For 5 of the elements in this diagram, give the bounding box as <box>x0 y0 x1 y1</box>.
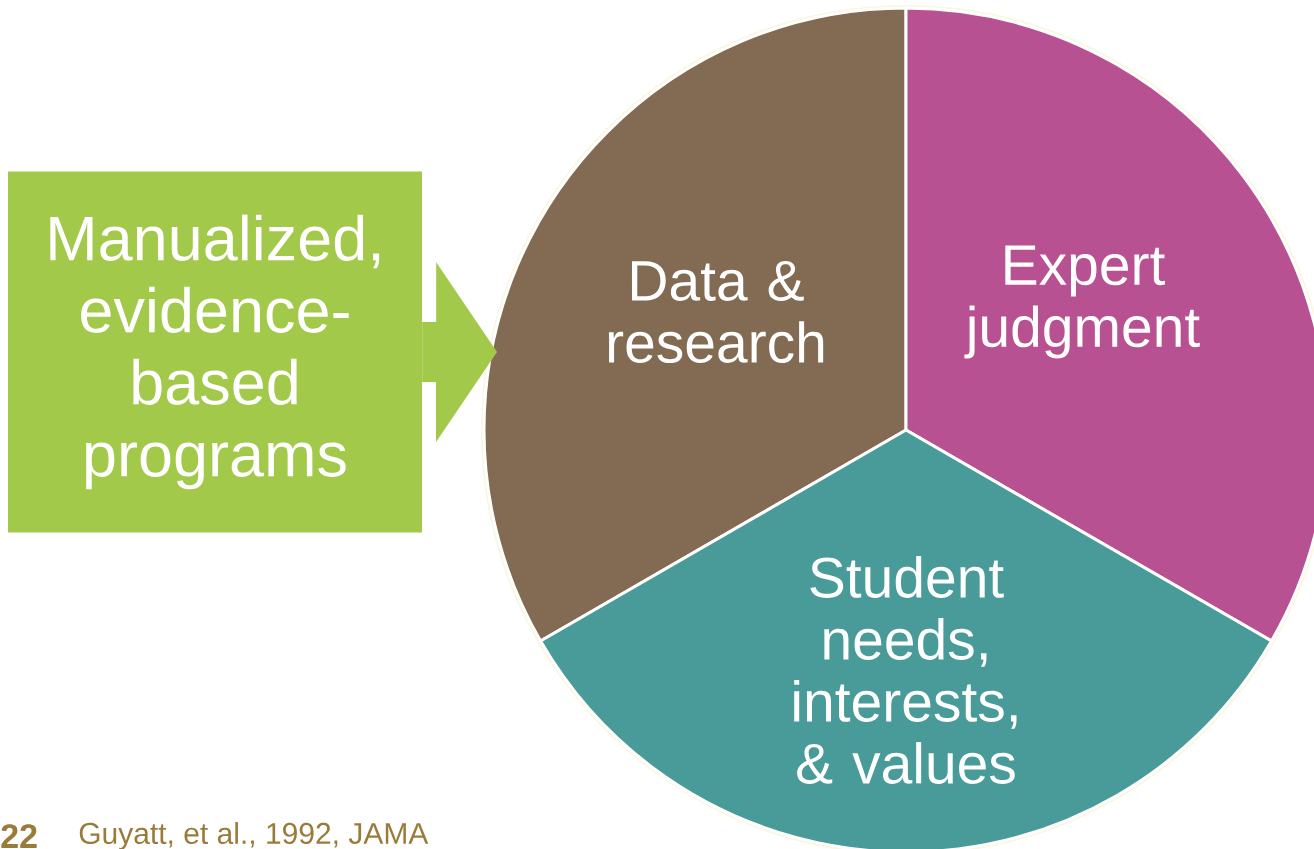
citation: Guyatt, et al., 1992, JAMA <box>79 822 429 849</box>
block-arrow <box>422 261 498 443</box>
text-box: Manualized, evidence-based programs <box>8 171 422 533</box>
slide-number: 22 <box>1 824 37 848</box>
pie-sector: Student needs, interests, & values <box>539 428 1273 849</box>
